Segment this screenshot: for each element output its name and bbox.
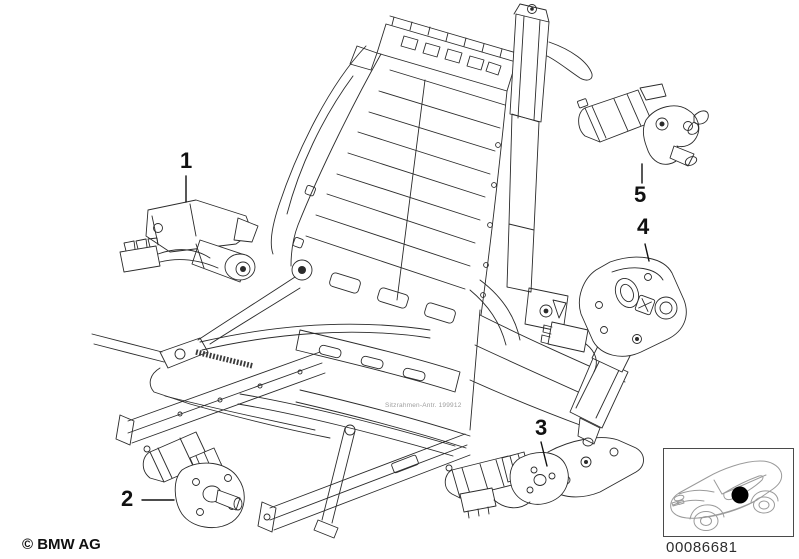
part-3-motor-drawing [444,437,644,519]
car-location-thumbnail [663,448,794,537]
part-5-motor-drawing [577,83,709,167]
part-4-motor-drawing [540,256,687,447]
backrest-top-bar [349,15,521,92]
bmw-copyright: © BMW AG [22,536,101,553]
car-location-icon [670,460,783,531]
backrest-frame [270,45,508,324]
part-1-motor-drawing [119,199,259,283]
callout-3[interactable]: 3 [535,415,548,440]
callout-leader-lines [141,163,650,501]
seat-location-marker [731,486,749,504]
belt-tensioner-column [506,3,593,333]
diagram-number: 00086681 [666,539,738,556]
callout-4[interactable]: 4 [637,214,650,239]
diagram-watermark: Sitzrahmen-Antr. 199912 [385,402,462,409]
callout-1[interactable]: 1 [180,148,193,173]
callout-5[interactable]: 5 [634,182,647,207]
callout-2[interactable]: 2 [121,486,134,511]
part-2-motor-drawing [142,431,245,529]
